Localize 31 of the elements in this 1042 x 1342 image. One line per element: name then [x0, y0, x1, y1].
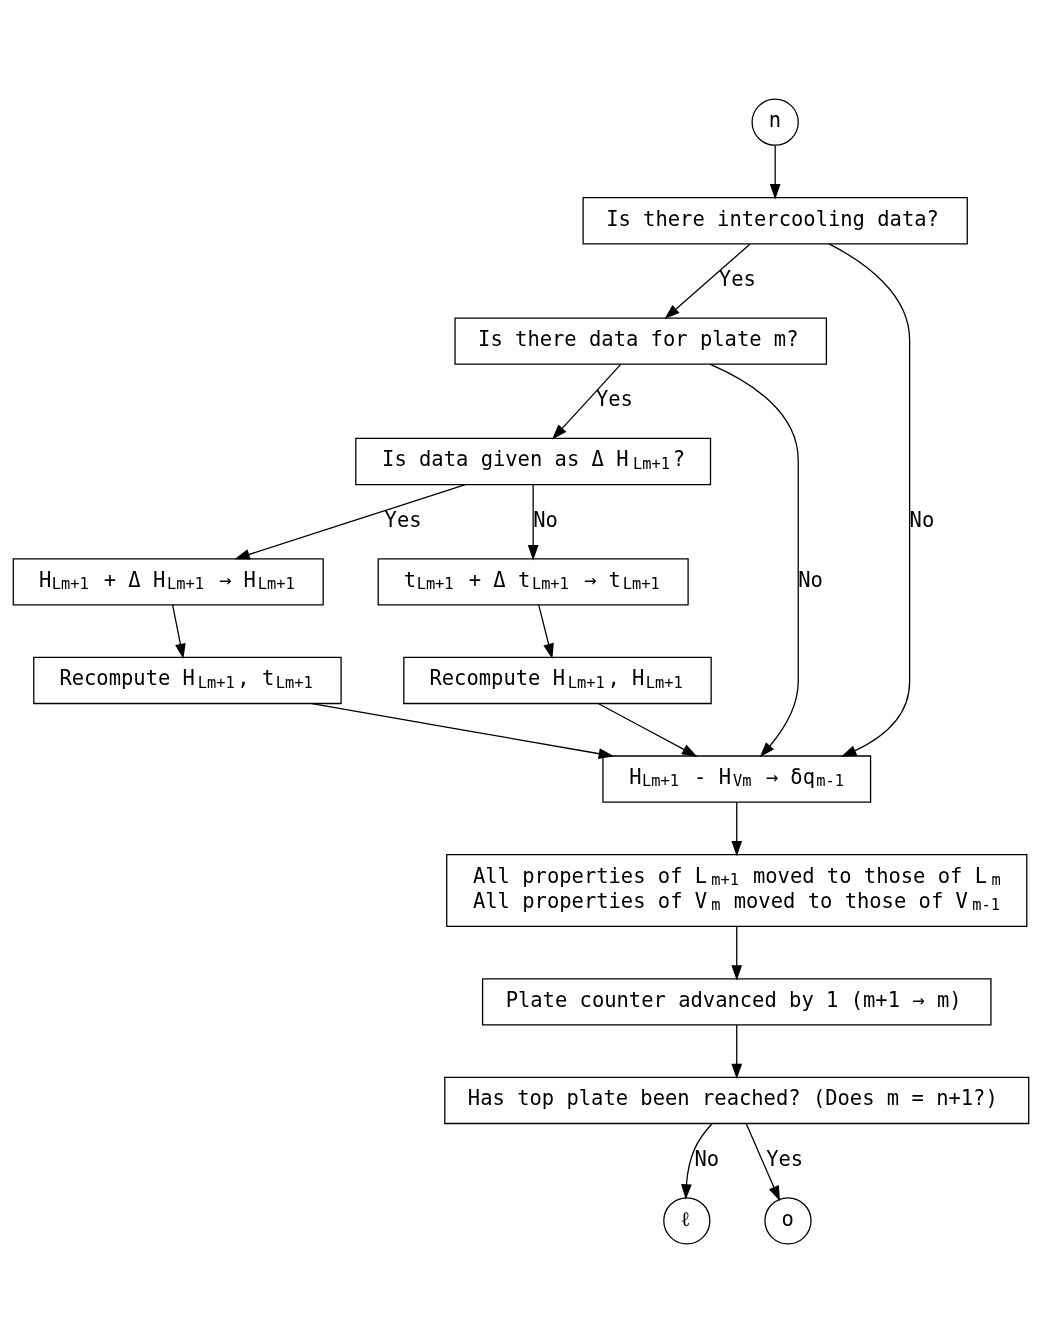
edge-label: Yes: [718, 266, 756, 291]
edge-label: No: [533, 507, 558, 532]
edge-label: No: [909, 507, 935, 532]
node-circle: ℓ: [663, 1196, 711, 1245]
arrow: [234, 483, 466, 560]
arrow: [769, 144, 781, 199]
edge-label: Yes: [766, 1146, 804, 1171]
arrow: [538, 603, 554, 659]
edge-label: Yes: [595, 386, 633, 411]
edge-label: Yes: [384, 507, 422, 532]
arrow: [731, 1023, 743, 1079]
node-box: Is there data for plate m?: [454, 316, 828, 365]
arrow: [311, 702, 615, 759]
node-box: Plate counter advanced by 1 (m+1 → m): [481, 977, 992, 1026]
arrow: [731, 801, 743, 856]
arrow: [828, 242, 911, 757]
arrow: [731, 925, 743, 981]
edge-label: No: [798, 567, 823, 592]
arrow: [709, 363, 799, 757]
arrow: [597, 702, 698, 757]
arrow: [664, 243, 751, 319]
arrow: [745, 1122, 781, 1201]
edge-label: No: [694, 1146, 720, 1171]
arrow: [552, 363, 622, 440]
node-box: Has top plate been reached? (Does m = n+1?): [444, 1076, 1030, 1124]
node-circle: n: [751, 98, 799, 146]
node-circle: o: [764, 1196, 812, 1245]
node-box: Is there intercooling data?: [582, 196, 968, 244]
arrow: [681, 1122, 713, 1200]
arrow: [171, 603, 186, 659]
arrow: [527, 483, 539, 560]
